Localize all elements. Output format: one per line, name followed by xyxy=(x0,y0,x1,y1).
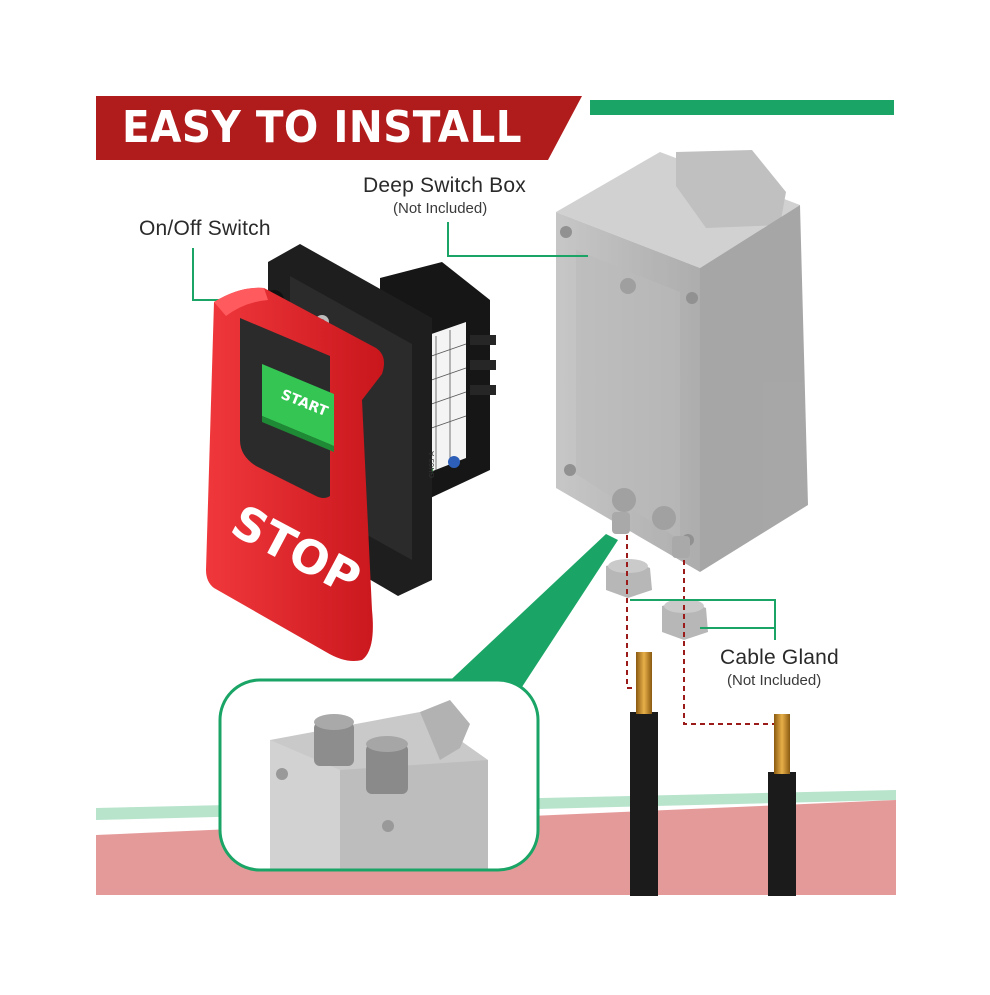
label-deep-switch-box-note: (Not Included) xyxy=(393,200,488,217)
switch-box xyxy=(556,150,808,572)
model-label: GH03-A xyxy=(428,451,436,478)
title-banner xyxy=(96,96,894,160)
label-on-off-switch: On/Off Switch xyxy=(139,217,271,240)
label-cable-gland: Cable Gland xyxy=(720,646,839,669)
page-title: EASY TO INSTALL xyxy=(122,102,523,153)
cable-gland-nuts xyxy=(606,559,708,640)
title-accent-bar xyxy=(590,100,894,115)
label-cable-gland-note: (Not Included) xyxy=(727,672,822,689)
cable-wires xyxy=(630,652,796,896)
zoom-callout xyxy=(218,678,540,872)
stop-lever xyxy=(206,287,384,661)
callout-wedge xyxy=(440,534,618,690)
title-banner-shape xyxy=(96,96,582,160)
label-deep-switch-box: Deep Switch Box xyxy=(363,174,526,197)
leader-lines xyxy=(192,222,776,640)
